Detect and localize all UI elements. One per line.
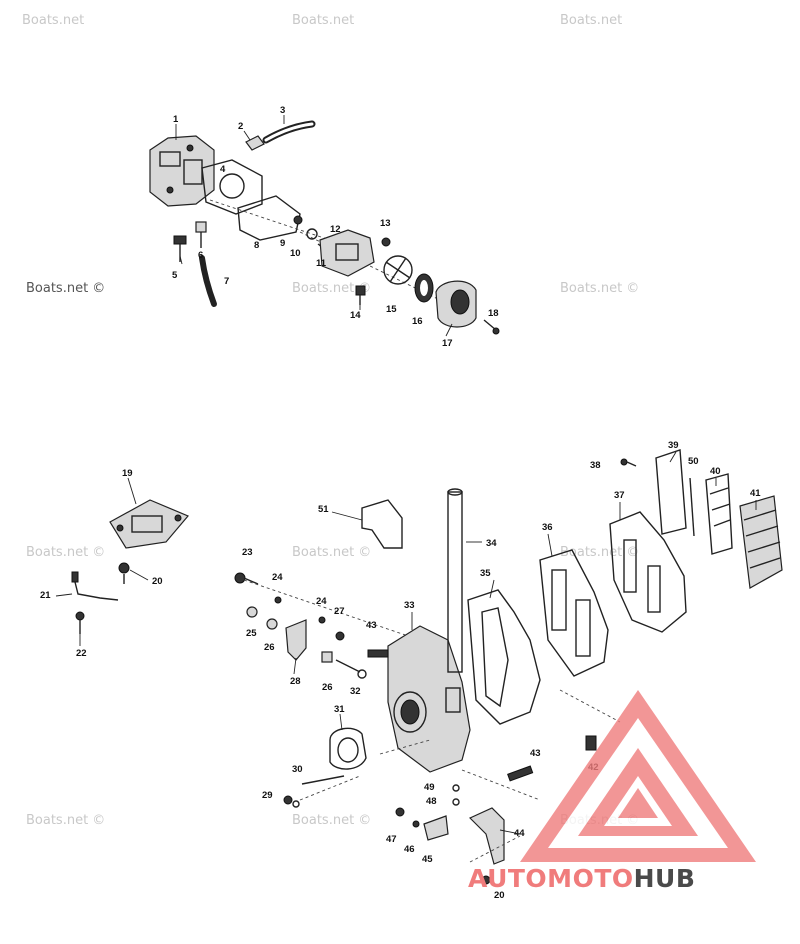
- bracket-assembly: [71, 499, 189, 634]
- callout-31: 31: [334, 704, 345, 715]
- callout-43: 43: [530, 748, 541, 759]
- callout-45: 45: [422, 854, 433, 865]
- watermark: Boats.net ©: [292, 813, 371, 828]
- watermarks: Boats.net Boats.net Boats.net Boats.net …: [22, 13, 639, 828]
- callout-20: 20: [494, 890, 505, 901]
- brand-logo-part-a: AUTOMOTO: [468, 864, 634, 893]
- callout-16: 16: [412, 316, 423, 327]
- callout-35: 35: [480, 568, 491, 579]
- watermark: Boats.net ©: [26, 813, 105, 828]
- carburetor-assembly: [149, 120, 500, 335]
- callout-43: 43: [366, 620, 377, 631]
- watermark: Boats.net: [560, 13, 622, 28]
- callout-38: 38: [590, 460, 601, 471]
- intake-assembly: [299, 449, 783, 885]
- callout-36: 36: [542, 522, 553, 533]
- callout-41: 41: [750, 488, 761, 499]
- callout-6: 6: [198, 250, 203, 261]
- watermark: Boats.net ©: [560, 281, 639, 296]
- callout-23: 23: [242, 547, 253, 558]
- watermark: Boats.net: [292, 13, 354, 28]
- callout-32: 32: [350, 686, 361, 697]
- callout-48: 48: [426, 796, 437, 807]
- callout-19: 19: [122, 468, 133, 479]
- callout-37: 37: [614, 490, 625, 501]
- callout-33: 33: [404, 600, 415, 611]
- callout-22: 22: [76, 648, 87, 659]
- watermark: Boats.net ©: [560, 545, 639, 560]
- callout-5: 5: [172, 270, 178, 281]
- callout-13: 13: [380, 218, 391, 229]
- callout-8: 8: [254, 240, 259, 251]
- callout-39: 39: [668, 440, 679, 451]
- callout-17: 17: [442, 338, 453, 349]
- callout-11: 11: [316, 258, 327, 269]
- linkage-assembly: [234, 572, 421, 808]
- callout-26: 26: [322, 682, 333, 693]
- callout-34: 34: [486, 538, 497, 549]
- callout-24: 24: [316, 596, 327, 607]
- callout-15: 15: [386, 304, 397, 315]
- callout-10: 10: [290, 248, 301, 259]
- callout-25: 25: [246, 628, 257, 639]
- callout-20: 20: [152, 576, 163, 587]
- callout-49: 49: [424, 782, 435, 793]
- callout-1: 1: [173, 114, 179, 125]
- callout-labels: 1 2 3 4 5 6 7 8 9 10 11 12 13 14 15 16 1…: [40, 105, 761, 901]
- callout-27: 27: [334, 606, 345, 617]
- watermark: Boats.net ©: [26, 545, 105, 560]
- callout-14: 14: [350, 310, 361, 321]
- watermark: Boats.net ©: [292, 545, 371, 560]
- callout-21: 21: [40, 590, 51, 601]
- watermark: Boats.net ©: [292, 281, 371, 296]
- brand-logo: AUTOMOTOHUB: [468, 864, 695, 893]
- callout-3: 3: [280, 105, 285, 116]
- callout-7: 7: [224, 276, 229, 287]
- callout-29: 29: [262, 790, 273, 801]
- callout-47: 47: [386, 834, 397, 845]
- watermark: Boats.net: [22, 13, 84, 28]
- logo-triangle-icon: [520, 690, 756, 862]
- brand-logo-part-b: HUB: [633, 864, 696, 893]
- callout-50: 50: [688, 456, 699, 467]
- callout-28: 28: [290, 676, 301, 687]
- callout-51: 51: [318, 504, 329, 515]
- callout-46: 46: [404, 844, 415, 855]
- callout-40: 40: [710, 466, 721, 477]
- callout-26: 26: [264, 642, 275, 653]
- callout-9: 9: [280, 238, 285, 249]
- callout-30: 30: [292, 764, 303, 775]
- callout-4: 4: [220, 164, 226, 175]
- callout-24: 24: [272, 572, 283, 583]
- callout-12: 12: [330, 224, 341, 235]
- leader-lines: [55, 115, 757, 835]
- watermark: Boats.net ©: [26, 281, 105, 296]
- callout-2: 2: [238, 121, 243, 132]
- callout-18: 18: [488, 308, 499, 319]
